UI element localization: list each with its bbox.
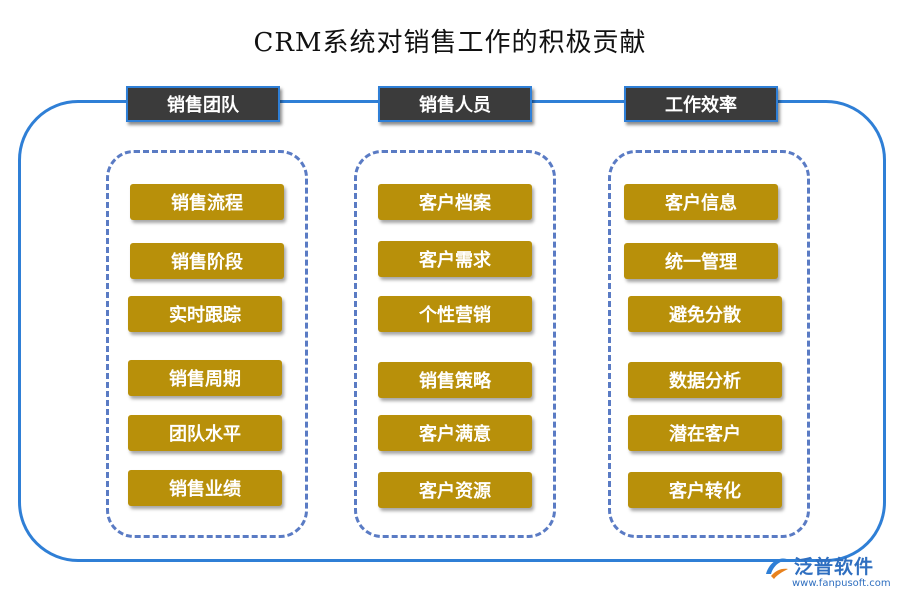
page-title: CRM系统对销售工作的积极贡献 — [253, 28, 647, 58]
logo-name: 泛普软件 — [794, 556, 875, 578]
item-sales-strategy: 销售策略 — [378, 362, 532, 398]
item-data-analysis: 数据分析 — [628, 362, 782, 398]
item-customer-conversion: 客户转化 — [628, 472, 782, 508]
item-team-level: 团队水平 — [128, 415, 282, 451]
logo-url: www.fanpusoft.com — [792, 578, 891, 589]
item-customer-info: 客户信息 — [624, 184, 778, 220]
item-customer-satisfaction: 客户满意 — [378, 415, 532, 451]
item-potential-customers: 潜在客户 — [628, 415, 782, 451]
item-customer-needs: 客户需求 — [378, 241, 532, 277]
column-header-sales-staff: 销售人员 — [378, 86, 532, 122]
item-sales-process: 销售流程 — [130, 184, 284, 220]
fanpu-logo-icon — [766, 558, 789, 579]
item-sales-stage: 销售阶段 — [130, 243, 284, 279]
column-header-sales-team: 销售团队 — [126, 86, 280, 122]
column-header-work-efficiency: 工作效率 — [624, 86, 778, 122]
item-sales-performance: 销售业绩 — [128, 470, 282, 506]
item-unified-management: 统一管理 — [624, 243, 778, 279]
item-sales-cycle: 销售周期 — [128, 360, 282, 396]
brand-logo: 泛普软件 www.fanpusoft.com — [762, 552, 892, 598]
item-customer-profile: 客户档案 — [378, 184, 532, 220]
item-personalized-marketing: 个性营销 — [378, 296, 532, 332]
item-customer-resources: 客户资源 — [378, 472, 532, 508]
item-avoid-dispersion: 避免分散 — [628, 296, 782, 332]
item-realtime-tracking: 实时跟踪 — [128, 296, 282, 332]
